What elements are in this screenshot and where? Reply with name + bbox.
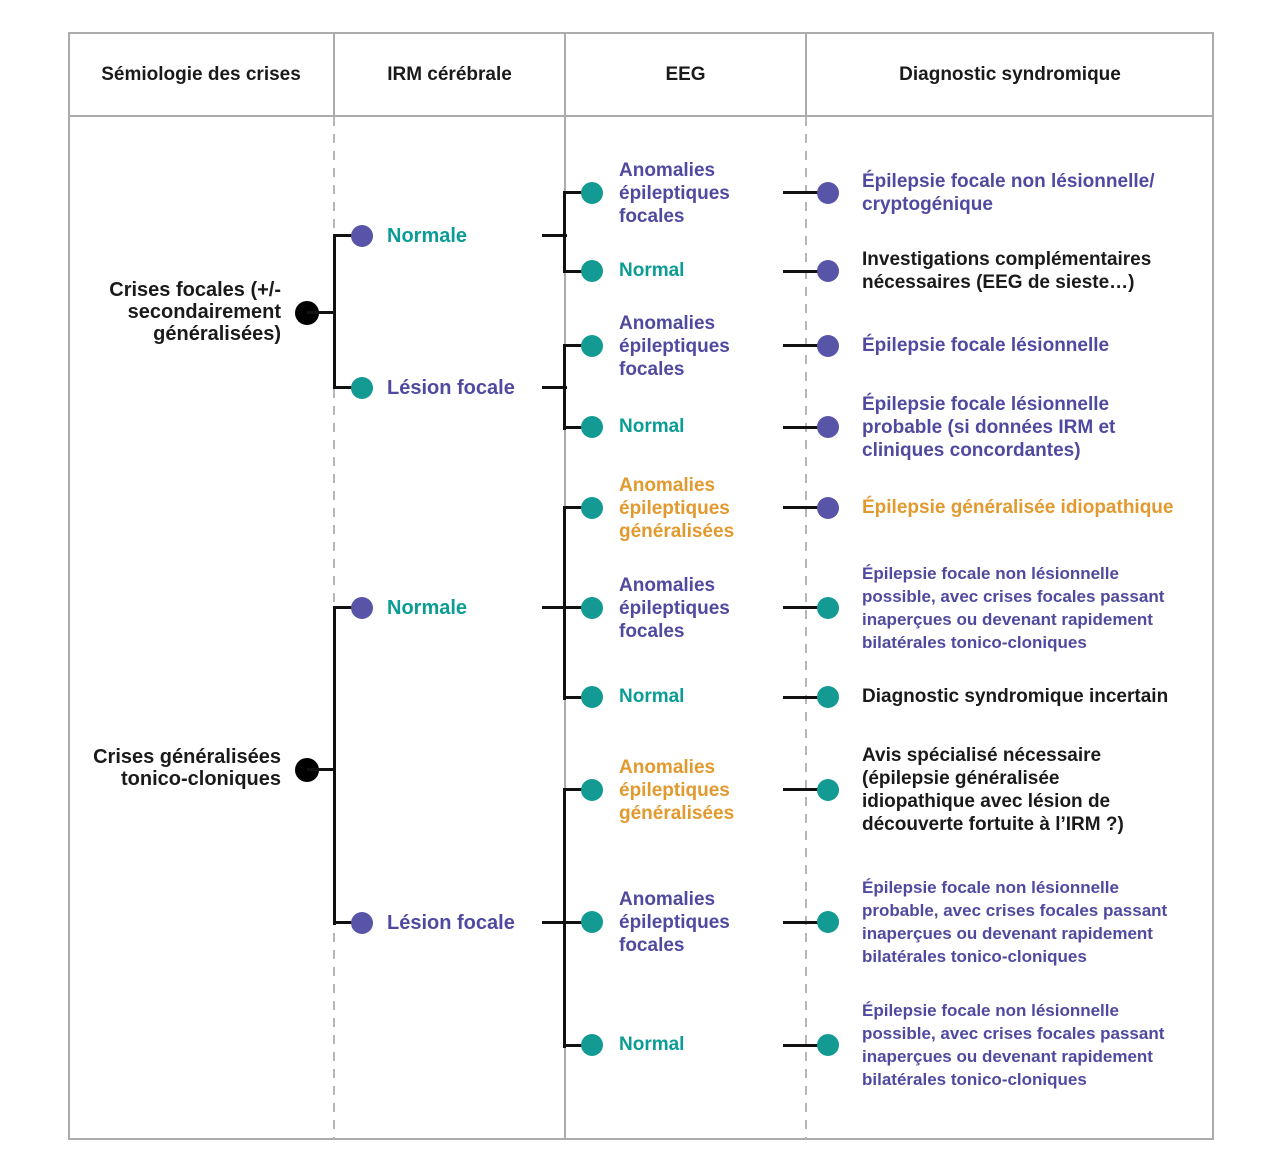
connector-line bbox=[563, 270, 593, 273]
connector-line bbox=[333, 921, 362, 924]
eeg-row8-label: Anomalies épileptiques généralisées bbox=[619, 757, 735, 824]
connector-line bbox=[783, 191, 828, 194]
connector-line bbox=[542, 606, 567, 609]
connector-line bbox=[563, 921, 593, 924]
connector-line bbox=[307, 768, 336, 771]
connector-line bbox=[563, 344, 593, 347]
eeg-row1-node bbox=[581, 182, 603, 204]
connector-line bbox=[542, 921, 567, 924]
eeg-row7-label: Normal bbox=[619, 686, 685, 707]
diag-row8-node bbox=[817, 779, 839, 801]
eeg-trunk-2 bbox=[563, 344, 566, 430]
connector-line bbox=[333, 234, 336, 389]
header-eeg: EEG bbox=[665, 64, 706, 85]
diag-row3-node bbox=[817, 335, 839, 357]
connector-line bbox=[563, 1044, 593, 1047]
connector-line bbox=[333, 386, 362, 389]
connector-line bbox=[307, 311, 336, 314]
eeg-row1-label: Anomalies épileptiques focales bbox=[619, 160, 730, 227]
eeg-row10-node bbox=[581, 1034, 603, 1056]
diag-row1-label: Épilepsie focale non lésionnelle/ crypto… bbox=[862, 171, 1155, 215]
mri-lesion2-node bbox=[351, 912, 373, 934]
connector-line bbox=[783, 921, 828, 924]
header-irm: IRM cérébrale bbox=[387, 64, 512, 85]
connector-line bbox=[783, 606, 828, 609]
figure-border bbox=[68, 32, 1214, 1140]
eeg-row5-label: Anomalies épileptiques généralisées bbox=[619, 475, 735, 542]
eeg-trunk-1 bbox=[563, 191, 566, 273]
eeg-row2-node bbox=[581, 260, 603, 282]
diag-row4-node bbox=[817, 416, 839, 438]
diag-row5-label: Épilepsie généralisée idiopathique bbox=[862, 497, 1174, 518]
connector-line bbox=[563, 506, 593, 509]
eeg-row4-label: Normal bbox=[619, 416, 685, 437]
mri-lesion2-label: Lésion focale bbox=[387, 912, 515, 934]
mri-normal2-node bbox=[351, 597, 373, 619]
diag-row9-label: Épilepsie focale non lésionnelle probabl… bbox=[862, 878, 1168, 966]
diag-row8-label: Avis spécialisé nécessaire (épilepsie gé… bbox=[862, 745, 1124, 835]
diag-row2-node bbox=[817, 260, 839, 282]
diag-row6-node bbox=[817, 597, 839, 619]
mri-normal1-node bbox=[351, 225, 373, 247]
connector-line bbox=[333, 234, 362, 237]
eeg-row7-node bbox=[581, 686, 603, 708]
semiology-generalized-label: Crises généralisées tonico-cloniques bbox=[93, 746, 281, 790]
connector-line bbox=[783, 270, 828, 273]
header-semiologie: Sémiologie des crises bbox=[101, 64, 301, 85]
header-separator bbox=[68, 115, 1214, 117]
diag-row7-label: Diagnostic syndromique incertain bbox=[862, 686, 1169, 707]
eeg-row5-node bbox=[581, 497, 603, 519]
diag-row2-label: Investigations complémentaires nécessair… bbox=[862, 249, 1152, 293]
connector-line bbox=[783, 426, 828, 429]
eeg-row9-node bbox=[581, 911, 603, 933]
mri-lesion1-node bbox=[351, 377, 373, 399]
diag-row10-label: Épilepsie focale non lésionnelle possibl… bbox=[862, 1001, 1165, 1089]
connector-line bbox=[783, 506, 828, 509]
eeg-row8-node bbox=[581, 779, 603, 801]
eeg-row6-label: Anomalies épileptiques focales bbox=[619, 575, 730, 642]
diag-row10-node bbox=[817, 1034, 839, 1056]
diag-row5-node bbox=[817, 497, 839, 519]
diag-row1-node bbox=[817, 182, 839, 204]
semiology-focal-label: Crises focales (+/- secondairement génér… bbox=[109, 279, 281, 345]
connector-line bbox=[563, 788, 593, 791]
connector-line bbox=[783, 1044, 828, 1047]
eeg-row2-label: Normal bbox=[619, 260, 685, 281]
header-diagnostic: Diagnostic syndromique bbox=[899, 64, 1121, 85]
mri-normal2-label: Normale bbox=[387, 597, 468, 619]
connector-line bbox=[783, 788, 828, 791]
eeg-row6-node bbox=[581, 597, 603, 619]
diag-row7-node bbox=[817, 686, 839, 708]
connector-line bbox=[783, 696, 828, 699]
connector-line bbox=[563, 191, 593, 194]
mri-normal1-label: Normale bbox=[387, 225, 468, 247]
diag-row3-label: Épilepsie focale lésionnelle bbox=[862, 335, 1110, 356]
eeg-row4-node bbox=[581, 416, 603, 438]
connector-line bbox=[333, 606, 336, 925]
header-divider-1 bbox=[333, 32, 335, 115]
header-divider-3 bbox=[805, 32, 807, 115]
diag-row6-label: Épilepsie focale non lésionnelle possibl… bbox=[862, 564, 1165, 652]
connector-line bbox=[563, 696, 593, 699]
connector-line bbox=[563, 426, 593, 429]
connector-line bbox=[542, 386, 567, 389]
connector-line bbox=[783, 344, 828, 347]
diag-row4-label: Épilepsie focale lésionnelle probable (s… bbox=[862, 394, 1116, 461]
diag-row9-node bbox=[817, 911, 839, 933]
eeg-trunk-4 bbox=[563, 788, 566, 1048]
connector-line bbox=[542, 234, 567, 237]
eeg-trunk-3 bbox=[563, 506, 566, 700]
eeg-row3-node bbox=[581, 335, 603, 357]
dashed-divider-eeg-diagnostic bbox=[805, 117, 807, 1138]
connector-line bbox=[333, 606, 362, 609]
eeg-row9-label: Anomalies épileptiques focales bbox=[619, 889, 730, 956]
eeg-row3-label: Anomalies épileptiques focales bbox=[619, 313, 730, 380]
eeg-row10-label: Normal bbox=[619, 1034, 685, 1055]
mri-lesion1-label: Lésion focale bbox=[387, 377, 515, 399]
connector-line bbox=[563, 606, 593, 609]
